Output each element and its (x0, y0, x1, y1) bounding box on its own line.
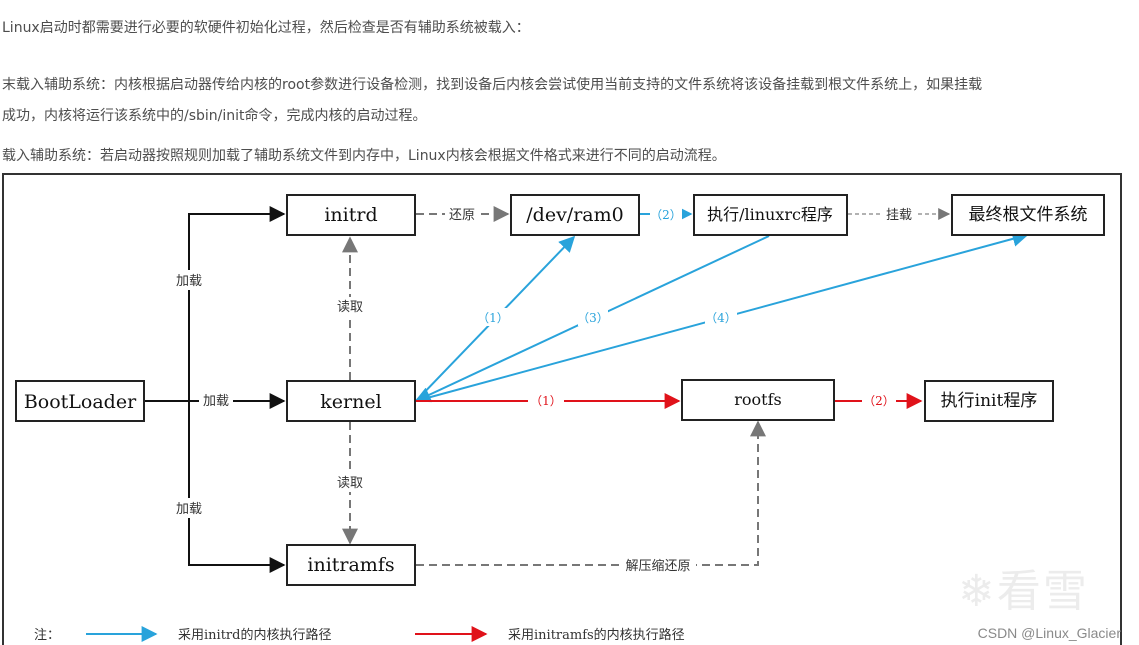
label-load-kernel: 加载 (203, 394, 229, 409)
node-linuxrc-label: 执行/linuxrc程序 (707, 205, 833, 224)
edge-bootloader-initramfs (188, 401, 286, 573)
label-bg (528, 392, 564, 410)
legend-title: 注： (34, 628, 60, 643)
label-blue-3: （3） (577, 311, 609, 325)
legend-red-label: 采用initramfs的内核执行路径 (508, 627, 685, 643)
with-aux-paragraph: 载入辅助系统：若启动器按照规则加载了辅助系统文件到内存中，Linux内核会根据文… (2, 148, 726, 164)
node-initrd-label: initrd (324, 204, 377, 226)
label-load-initramfs: 加载 (176, 502, 202, 517)
watermark-logo-text: 看雪 (996, 566, 1089, 617)
edge-initramfs-decompress-rootfs (416, 420, 766, 566)
label-blue-4: （4） (705, 311, 737, 325)
node-initramfs-label: initramfs (307, 554, 394, 576)
label-read-initrd: 读取 (337, 300, 363, 315)
node-dev-ram0: /dev/ram0 (510, 194, 640, 236)
label-bg (445, 204, 479, 224)
node-initrd: initrd (286, 194, 416, 236)
snowflake-icon: ❄ (958, 566, 997, 617)
node-rootfs-label: rootfs (734, 390, 781, 409)
label-blue-1: （1） (477, 311, 509, 325)
label-bg (199, 391, 233, 411)
watermark-logo: ❄看雪 (958, 555, 1089, 619)
node-dev-ram0-label: /dev/ram0 (526, 204, 623, 226)
label-bg (705, 308, 737, 326)
label-bg (174, 270, 204, 290)
no-aux-paragraph-line2: 成功，内核将运行该系统中的/sbin/init命令，完成内核的启动过程。 (2, 108, 427, 124)
intro-paragraph: Linux启动时都需要进行必要的软硬件初始化过程，然后检查是否有辅助系统被载入： (2, 20, 530, 36)
node-initramfs: initramfs (286, 544, 416, 586)
legend-blue-label: 采用initrd的内核执行路径 (178, 627, 331, 643)
node-rootfs: rootfs (681, 379, 835, 421)
node-bootloader: BootLoader (15, 380, 145, 422)
node-kernel: kernel (286, 380, 416, 422)
legend: 注： 采用initrd的内核执行路径 采用initramfs的内核执行路径 (34, 626, 685, 643)
label-bg (333, 297, 367, 317)
edge-bootloader-initrd (188, 206, 286, 401)
label-bg (620, 555, 696, 575)
label-blue-2: （2） (650, 208, 682, 222)
label-read-initramfs: 读取 (337, 476, 363, 491)
node-exec-init: 执行init程序 (924, 380, 1054, 422)
label-load-initrd: 加载 (176, 274, 202, 289)
label-bg (478, 308, 508, 326)
node-final-rootfs-label: 最终根文件系统 (969, 205, 1088, 225)
label-restore: 还原 (449, 208, 475, 223)
node-final-rootfs: 最终根文件系统 (951, 194, 1105, 236)
label-red-2: （2） (863, 394, 895, 408)
node-linuxrc: 执行/linuxrc程序 (693, 194, 848, 236)
node-kernel-label: kernel (320, 391, 381, 413)
node-exec-init-label: 执行init程序 (941, 391, 1038, 411)
label-bg (650, 205, 682, 223)
label-bg (333, 472, 367, 492)
label-bg (174, 498, 204, 518)
label-bg (862, 392, 896, 410)
label-red-1: （1） (530, 394, 562, 408)
label-bg (578, 308, 608, 326)
label-decompress: 解压缩还原 (625, 558, 690, 574)
diagram-frame (2, 173, 1122, 645)
node-bootloader-label: BootLoader (24, 391, 137, 413)
watermark-credit: CSDN @Linux_Glacier (977, 625, 1121, 641)
label-mount: 挂载 (886, 208, 912, 223)
label-bg (882, 204, 916, 224)
no-aux-paragraph-line1: 末载入辅助系统：内核根据启动器传给内核的root参数进行设备检测，找到设备后内核… (2, 77, 983, 93)
